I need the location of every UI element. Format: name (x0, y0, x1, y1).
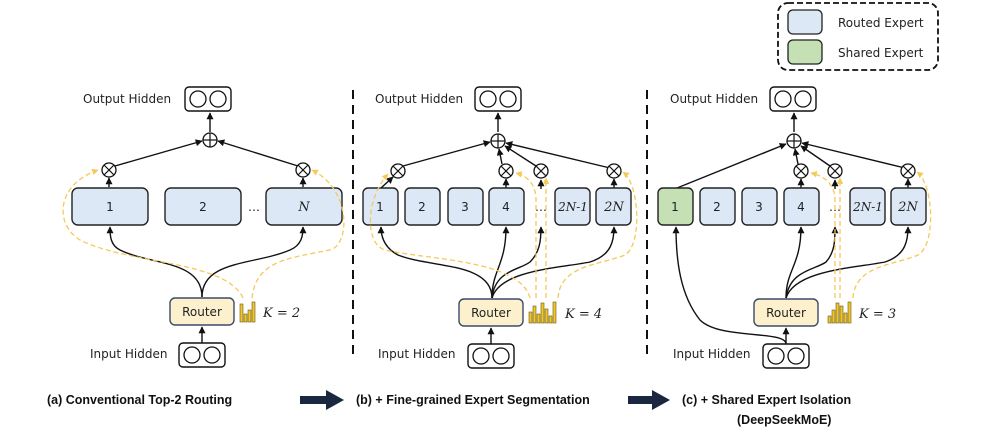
panel-a: Output Hidden 1 2 … (62, 86, 345, 368)
input-hidden-label: Input Hidden (90, 347, 167, 361)
ellipsis: … (248, 200, 260, 214)
expert-label: 4 (797, 200, 805, 214)
expert-label: 2N (897, 200, 918, 215)
routed-expert-box (488, 187, 525, 226)
legend-swatch-routed (787, 9, 823, 35)
multiply-node-icon (606, 163, 622, 179)
legend-label-routed: Routed Expert (838, 16, 924, 30)
legend-border (777, 2, 939, 71)
input-hidden-vector (762, 343, 810, 369)
k-label: K = 4 (564, 307, 602, 322)
caption-c-sub: (DeepSeekMoE) (737, 413, 831, 427)
caption-c: (c) + Shared Expert Isolation (682, 393, 851, 407)
legend-label-shared: Shared Expert (838, 46, 924, 60)
multiply-node-icon (390, 163, 406, 179)
expert-label: 3 (755, 200, 763, 214)
expert-label: 4 (502, 200, 510, 214)
routed-expert-box (362, 187, 399, 226)
router-label: Router (182, 305, 222, 319)
legend-swatch-shared (787, 39, 823, 65)
expert-label: 1 (376, 200, 384, 214)
input-hidden-vector (467, 343, 515, 369)
multiply-node-icon (533, 163, 549, 179)
expert-label: 2N-1 (557, 200, 588, 214)
multiply-node-icon (827, 163, 843, 179)
panel-c: Output Hidden (657, 86, 932, 369)
output-hidden-vector (184, 86, 232, 112)
routed-expert-box (595, 187, 632, 226)
expert-label: 2N-1 (852, 200, 883, 214)
multiply-node-icon (498, 163, 514, 179)
router-box (458, 298, 524, 327)
routed-expert-box (71, 187, 149, 226)
sum-node-icon (786, 133, 802, 149)
routed-expert-box (849, 187, 886, 226)
input-hidden-vector (178, 342, 226, 368)
multiply-node-icon (295, 162, 311, 178)
caption-b: (b) + Fine-grained Expert Segmentation (356, 393, 590, 407)
routed-expert-box (164, 187, 242, 226)
routed-expert-box (554, 187, 591, 226)
expert-label: 1 (106, 200, 114, 214)
routed-expert-box (447, 187, 484, 226)
routed-expert-box (890, 187, 927, 226)
router-box (169, 297, 235, 326)
routed-expert-box (699, 187, 736, 226)
k-label: K = 2 (262, 306, 300, 321)
panel-b: Output Hidden (362, 86, 638, 369)
gate-scores-icon (528, 301, 557, 324)
expert-label: 2 (199, 200, 207, 214)
output-hidden-label: Output Hidden (375, 92, 463, 106)
input-hidden-label: Input Hidden (673, 347, 750, 361)
multiply-node-icon (793, 163, 809, 179)
output-hidden-label: Output Hidden (670, 92, 758, 106)
shared-expert-box (657, 187, 694, 226)
router-label: Router (766, 306, 806, 320)
ellipsis: … (535, 200, 547, 214)
routed-expert-box (783, 187, 820, 226)
gate-scores-icon (827, 301, 852, 324)
input-hidden-label: Input Hidden (378, 347, 455, 361)
expert-label: 2 (418, 200, 426, 214)
caption-a: (a) Conventional Top-2 Routing (47, 393, 232, 407)
output-hidden-label: Output Hidden (83, 92, 171, 106)
expert-label: 1 (671, 200, 679, 214)
progression-arrow-icon (300, 390, 344, 410)
routed-expert-box (741, 187, 778, 226)
k-label: K = 3 (858, 307, 896, 322)
expert-label: 2N (603, 200, 624, 215)
progression-arrow-icon (628, 390, 670, 410)
expert-label: 3 (461, 200, 469, 214)
output-hidden-vector (474, 86, 522, 112)
expert-label: N (297, 200, 310, 215)
legend: Routed Expert Shared Expert (777, 2, 939, 71)
gate-scores-icon (239, 301, 256, 323)
routed-expert-box (404, 187, 441, 226)
expert-label: 2 (713, 200, 721, 214)
router-box (753, 298, 819, 327)
multiply-node-icon (900, 163, 916, 179)
output-hidden-vector (769, 86, 817, 112)
router-label: Router (471, 306, 511, 320)
sum-node-icon (202, 132, 218, 148)
multiply-node-icon (101, 162, 117, 178)
sum-node-icon (490, 133, 506, 149)
